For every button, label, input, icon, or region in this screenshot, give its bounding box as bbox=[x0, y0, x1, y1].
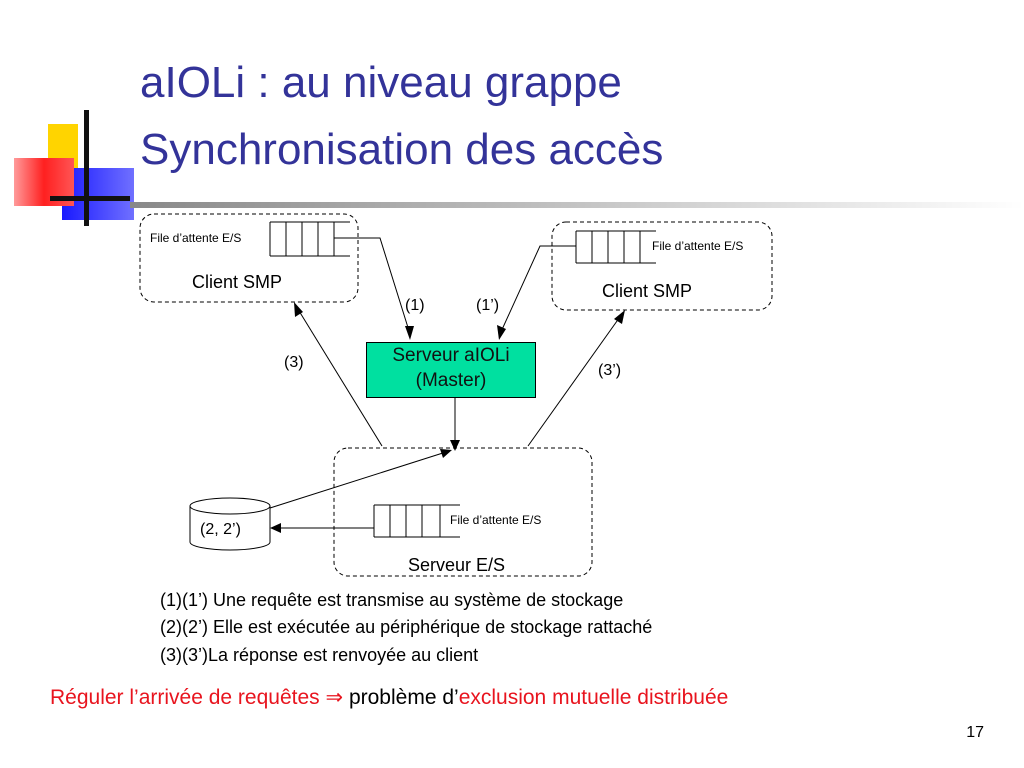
arrow-1-label: (1) bbox=[405, 297, 425, 314]
arrow-3 bbox=[295, 305, 383, 447]
arrowheads bbox=[270, 302, 625, 533]
legend-line-1: (1)(1’) Une requête est transmise au sys… bbox=[160, 590, 624, 610]
logo-squares bbox=[14, 110, 134, 226]
legend-line-2: (2)(2’) Elle est exécutée au périphériqu… bbox=[160, 617, 653, 637]
conclusion-part2: problème d’ bbox=[348, 686, 459, 709]
arrow-3p bbox=[527, 313, 623, 447]
queue-label-left: File d’attente E/S bbox=[150, 231, 242, 245]
queue-io bbox=[373, 504, 460, 538]
arrows bbox=[269, 237, 623, 529]
arrow-1p bbox=[499, 245, 576, 335]
arrow-disk-to-io bbox=[269, 451, 447, 509]
arrow-3p-label: (3’) bbox=[598, 362, 622, 379]
title-underline bbox=[130, 202, 1024, 208]
client-left-label: Client SMP bbox=[192, 272, 283, 292]
arrow-1 bbox=[334, 237, 411, 335]
client-left-group bbox=[139, 213, 359, 303]
page-number: 17 bbox=[966, 724, 984, 741]
logo-vertical-bar bbox=[84, 110, 89, 226]
conclusion-part3: exclusion mutuelle distribuée bbox=[458, 686, 729, 709]
io-server-label: Serveur E/S bbox=[408, 555, 506, 575]
queue-label-right: File d’attente E/S bbox=[652, 239, 744, 253]
implies-symbol: ⇒ bbox=[325, 686, 344, 709]
queue-left bbox=[269, 221, 350, 257]
server-label-line2: (Master) bbox=[415, 370, 487, 391]
client-right-label: Client SMP bbox=[602, 281, 693, 301]
logo-horizontal-bar bbox=[50, 196, 130, 201]
queue-right bbox=[575, 230, 656, 264]
io-server-group bbox=[333, 447, 593, 577]
client-right-group bbox=[551, 221, 773, 311]
arrow-3-label: (3) bbox=[284, 354, 304, 371]
server-label-line1: Serveur aIOLi bbox=[392, 345, 510, 366]
slide-title-line1: aIOLi : au niveau grappe bbox=[140, 58, 622, 107]
legend-line-3: (3)(3’)La réponse est renvoyée au client bbox=[160, 645, 479, 665]
aioli-master-server: Serveur aIOLi (Master) bbox=[366, 342, 536, 398]
conclusion-part1: Réguler l’arrivée de requêtes bbox=[50, 686, 320, 709]
arrow-1p-label: (1’) bbox=[476, 297, 500, 314]
queue-label-io: File d’attente E/S bbox=[450, 513, 542, 527]
disk-label: (2, 2’) bbox=[200, 521, 241, 538]
disk-cylinder bbox=[189, 497, 271, 551]
conclusion-line: Réguler l’arrivée de requêtes ⇒ problème… bbox=[50, 685, 728, 710]
slide-title-line2: Synchronisation des accès bbox=[140, 125, 664, 174]
